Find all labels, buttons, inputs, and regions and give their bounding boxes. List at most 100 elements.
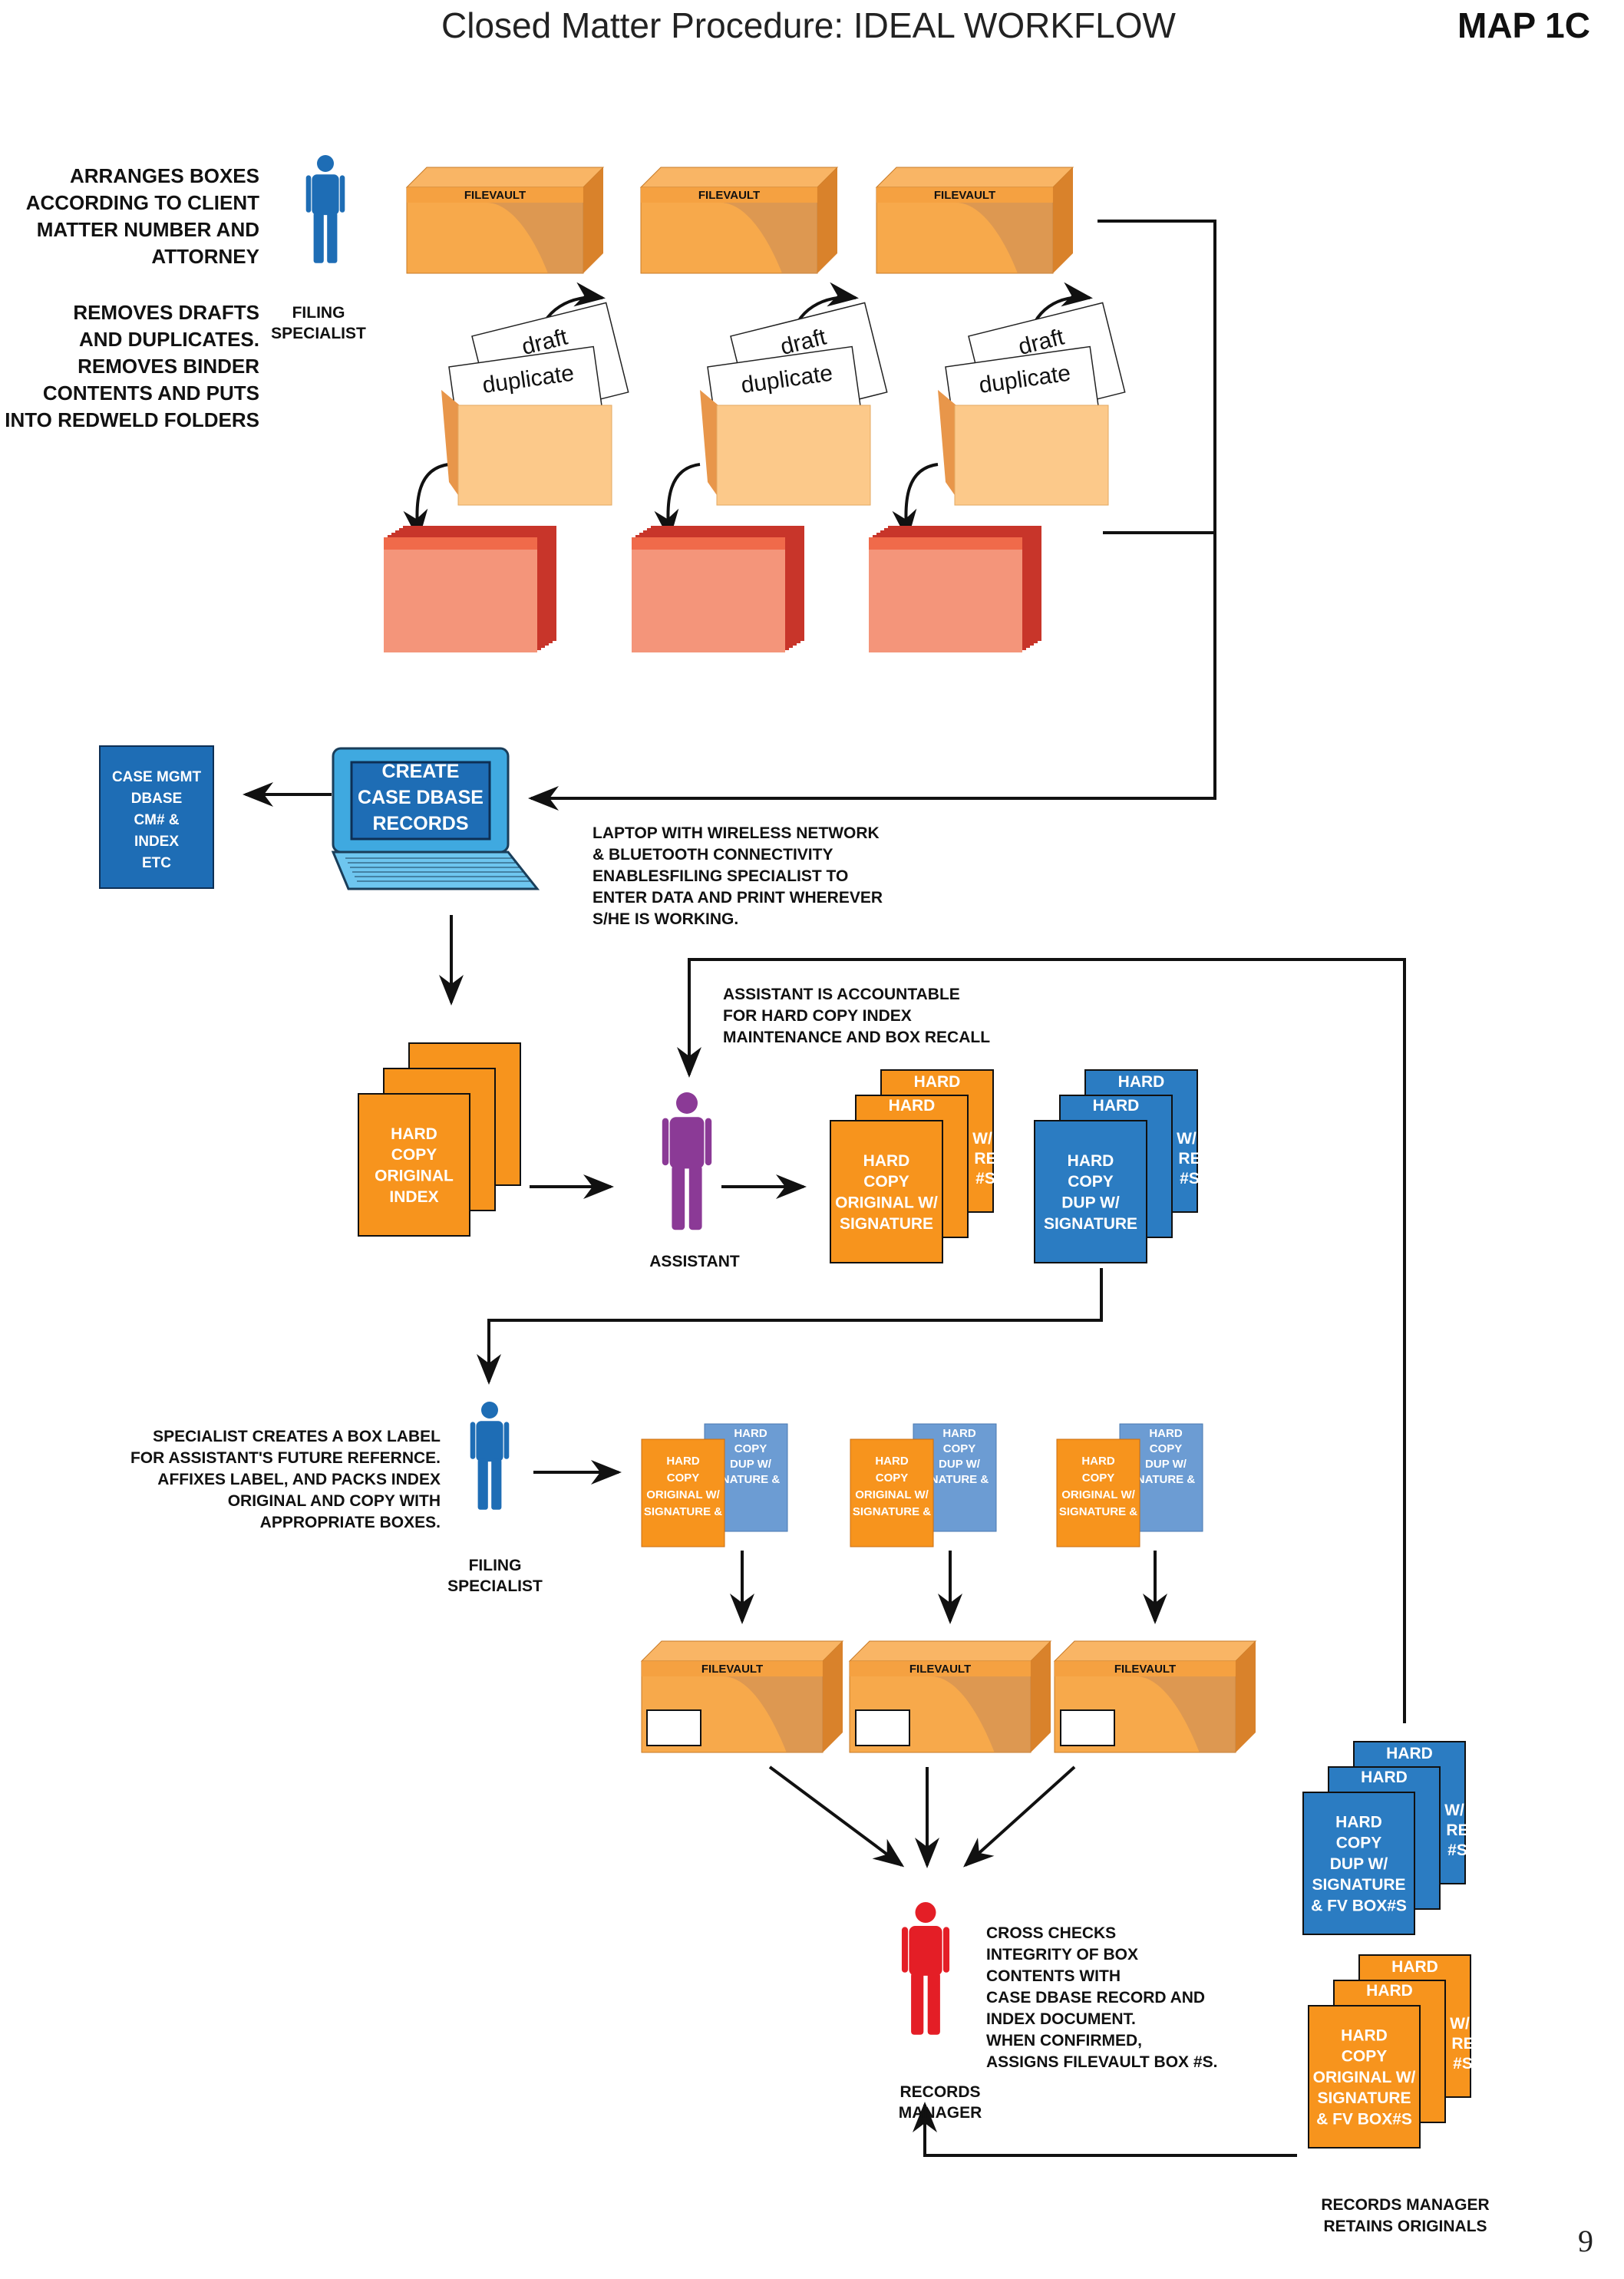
filevault-box-3: FILEVAULT <box>875 167 1074 274</box>
box-lid <box>875 167 1074 188</box>
records-manager-icon <box>901 1902 950 2035</box>
redweld-1 <box>384 526 556 652</box>
box-label-text: FILEVAULT <box>701 1663 763 1676</box>
box-band <box>876 187 1053 203</box>
map-label: MAP 1C <box>1457 5 1590 45</box>
box-side <box>823 1641 843 1752</box>
box-label-slot <box>1060 1709 1115 1746</box>
box-label-text: FILEVAULT <box>698 189 760 202</box>
doc-front-page <box>830 1120 943 1263</box>
laptop-note: LAPTOP WITH WIRELESS NETWORK & BLUETOOTH… <box>592 824 883 928</box>
person-right-arm <box>942 1927 950 1973</box>
doc-peek-text: RE <box>1178 1150 1200 1168</box>
doc-peek-text: #S <box>975 1170 995 1187</box>
pair-front-doc <box>641 1438 725 1547</box>
doc-peek-text: HARD <box>914 1073 961 1091</box>
filing-specialist-bottom-icon <box>470 1402 510 1510</box>
box-band <box>642 1661 823 1676</box>
filing-specialist-top-icon <box>305 155 345 263</box>
doc-peek-text: RE <box>974 1150 996 1168</box>
retain-originals-note: RECORDS MANAGER RETAINS ORIGINALS <box>1321 2196 1490 2235</box>
doc-peek-text: RE <box>1446 1822 1468 1839</box>
folder-back <box>938 390 956 497</box>
doc-front-page <box>1308 2005 1421 2149</box>
case-mgmt-dbase-box <box>99 745 214 889</box>
person-right-arm <box>339 175 345 213</box>
box-lid <box>639 167 839 188</box>
connector-copies-to-specialist <box>477 1268 1103 1385</box>
doc-peek-text: W/ <box>1177 1130 1197 1148</box>
box-label-text: FILEVAULT <box>909 1663 971 1676</box>
specialist-note: SPECIALIST CREATES A BOX LABEL FOR ASSIS… <box>130 1428 441 1531</box>
person-head <box>676 1092 698 1114</box>
pair-front-doc <box>850 1438 934 1547</box>
doc-peek-text: HARD <box>1093 1097 1140 1115</box>
doc-peek-text: HARD <box>1366 1982 1413 2000</box>
person-head <box>481 1402 498 1419</box>
person-right-leg <box>688 1165 702 1230</box>
person-torso <box>312 174 339 216</box>
person-right-leg <box>327 212 338 263</box>
person-right-arm <box>503 1422 510 1459</box>
assistant-note: ASSISTANT IS ACCOUNTABLE FOR HARD COPY I… <box>723 986 991 1046</box>
person-left-arm <box>662 1118 669 1166</box>
person-right-arm <box>705 1118 712 1166</box>
box-label-text: FILEVAULT <box>1114 1663 1176 1676</box>
box-label-text: FILEVAULT <box>934 189 995 202</box>
connector-feedback-to-assistant <box>677 958 1406 1723</box>
page-title: Closed Matter Procedure: IDEAL WORKFLOW <box>441 5 1176 45</box>
doc-peek-text: RE <box>1451 2035 1474 2053</box>
curve-arrow-down <box>403 463 450 540</box>
person-left-leg <box>477 1458 488 1510</box>
doc-peek-text: W/ <box>1444 1802 1464 1819</box>
folder-front <box>954 405 1109 506</box>
box-shadow <box>723 1676 823 1752</box>
filing-specialist-label-bottom: FILING SPECIALIST <box>447 1557 543 1595</box>
doc-peek-text: HARD <box>1118 1073 1165 1091</box>
filing-specialist-label-top: FILING SPECIALIST <box>271 304 366 342</box>
folder-back <box>700 390 718 497</box>
redweld-top-band <box>632 537 785 550</box>
page-number: 9 <box>1578 2224 1593 2258</box>
redweld-3 <box>869 526 1041 652</box>
filevault-box-1: FILEVAULT <box>405 167 605 274</box>
box-shadow <box>720 203 817 273</box>
box-side <box>583 167 603 273</box>
box-band <box>407 187 583 203</box>
redweld-front <box>384 537 537 652</box>
person-right-leg <box>927 1972 940 2035</box>
cross-check-note: CROSS CHECKS INTEGRITY OF BOX CONTENTS W… <box>986 1924 1218 2071</box>
doc-peek-text: HARD <box>1386 1745 1433 1762</box>
box-shadow <box>931 1676 1031 1752</box>
person-left-arm <box>470 1422 476 1459</box>
redweld-front <box>869 537 1022 652</box>
folder-front <box>457 405 612 506</box>
doc-peek-text: #S <box>1453 2055 1473 2073</box>
assistant-icon <box>662 1092 712 1230</box>
shapes: FILEVAULT FILEVAULT FILEVAULT draftduplicat… <box>99 155 1474 2149</box>
note-arrange-boxes: ARRANGES BOXES ACCORDING TO CLIENT MATTE… <box>25 164 259 268</box>
box-lid <box>405 167 605 188</box>
doc-peek-text: #S <box>1447 1841 1467 1859</box>
redweld-2 <box>632 526 804 652</box>
connector-originals-to-manager <box>913 2102 1297 2157</box>
person-left-leg <box>672 1165 685 1230</box>
person-left-arm <box>305 175 312 213</box>
folder-front <box>716 405 871 506</box>
